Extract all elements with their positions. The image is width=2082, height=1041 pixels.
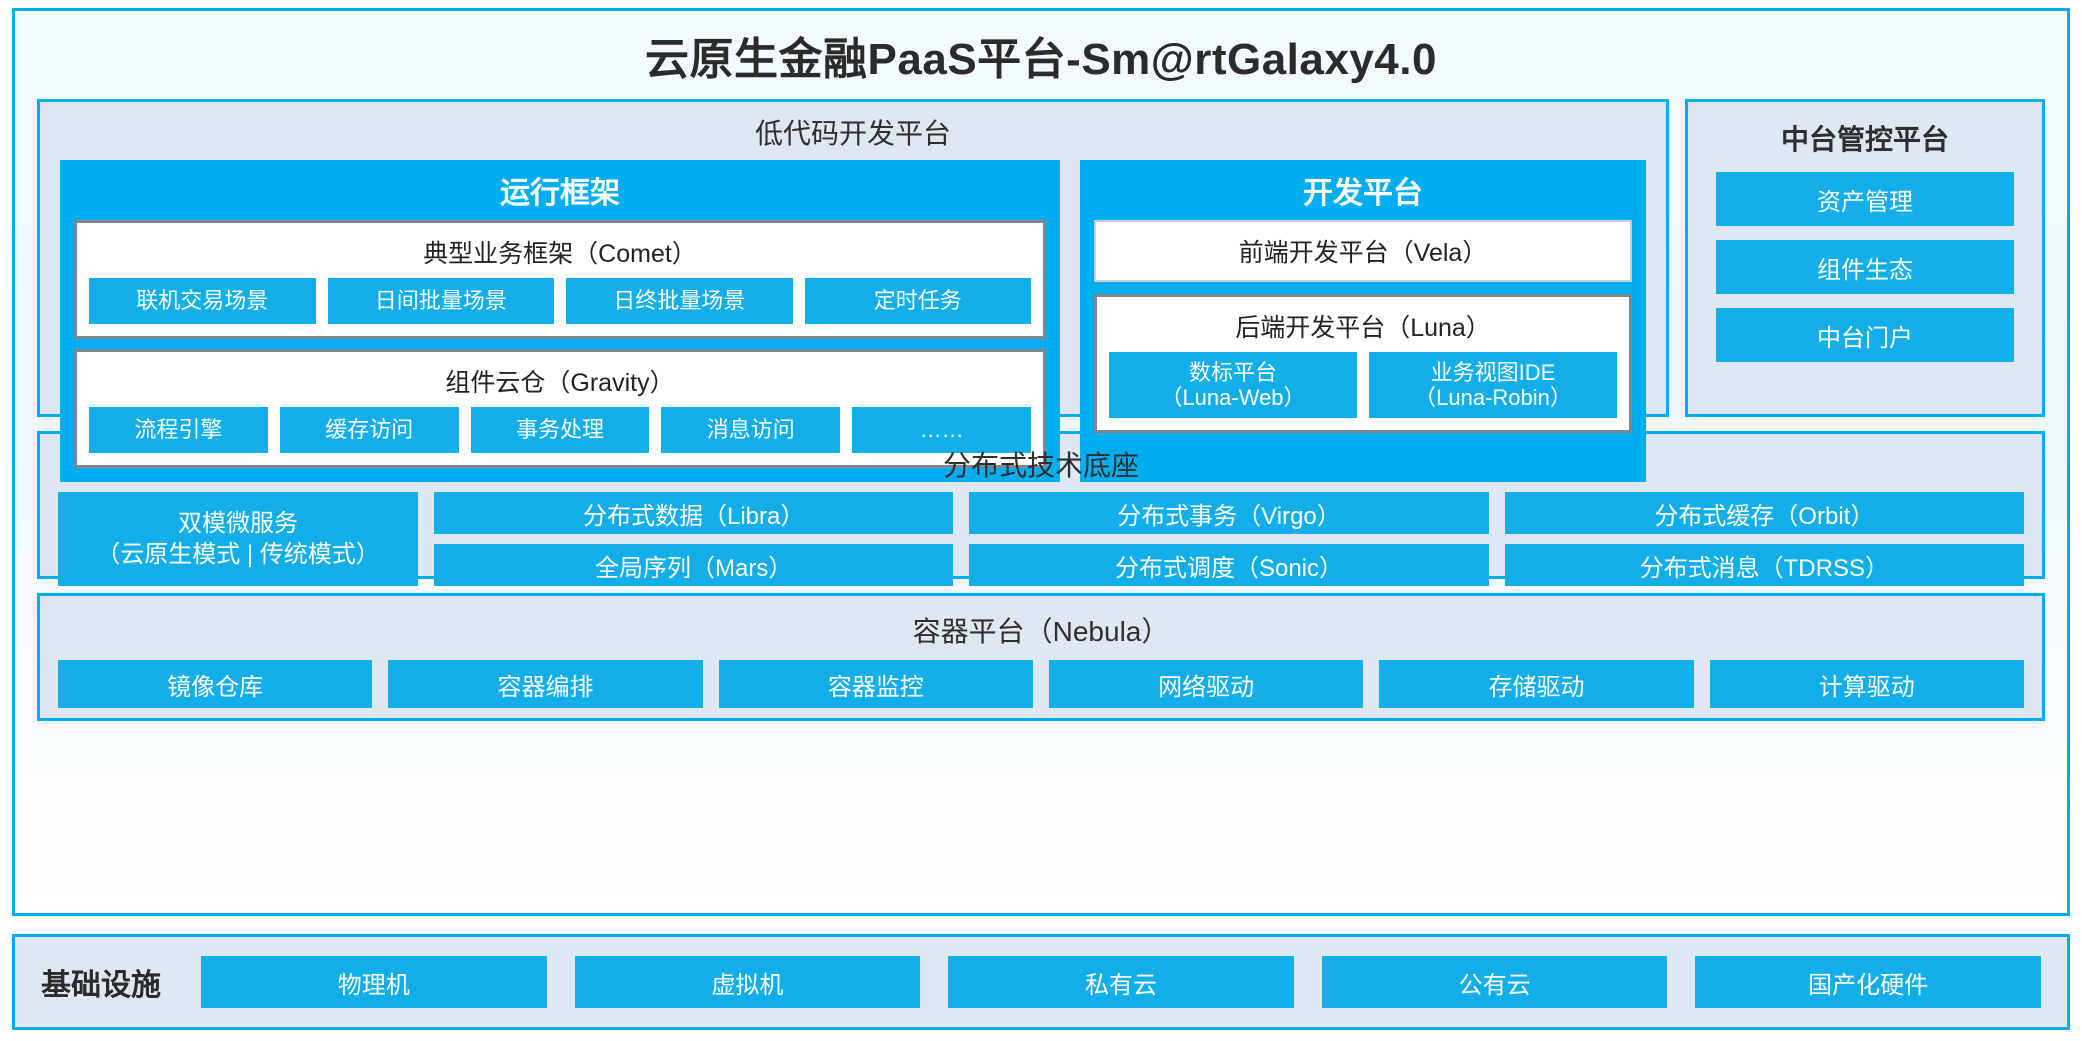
distributed-panel: 分布式技术底座 双模微服务 （云原生模式 | 传统模式） 分布式数据（Libra… bbox=[37, 431, 2045, 586]
infrastructure-panel: 基础设施 物理机 虚拟机 私有云 公有云 国产化硬件 bbox=[12, 934, 2070, 1030]
comet-item[interactable]: 日终批量场景 bbox=[566, 278, 793, 324]
distributed-item-sonic[interactable]: 分布式调度（Sonic） bbox=[969, 544, 1489, 586]
gravity-item[interactable]: 流程引擎 bbox=[89, 407, 268, 453]
container-item-orchestration[interactable]: 容器编排 bbox=[388, 660, 703, 708]
luna-web-name: 数标平台 bbox=[1188, 359, 1277, 385]
luna-title: 后端开发平台（Luna） bbox=[1235, 314, 1491, 342]
comet-item[interactable]: 日间批量场景 bbox=[327, 278, 554, 324]
microservice-item[interactable]: 双模微服务 （云原生模式 | 传统模式） bbox=[58, 492, 418, 586]
gravity-item[interactable]: 事务处理 bbox=[470, 407, 650, 453]
midplatform-item-portal[interactable]: 中台门户 bbox=[1716, 308, 2014, 362]
distributed-row: 分布式技术底座 双模微服务 （云原生模式 | 传统模式） 分布式数据（Libra… bbox=[15, 417, 2067, 586]
container-item-compute-driver[interactable]: 计算驱动 bbox=[1709, 660, 2024, 708]
comet-item-row: 联机交易场景 日间批量场景 日终批量场景 定时任务 bbox=[89, 278, 1031, 324]
distributed-item-mars[interactable]: 全局序列（Mars） bbox=[434, 544, 954, 586]
runtime-framework-box: 运行框架 典型业务框架（Comet） 联机交易场景 日间批量场景 日终批量场景 … bbox=[60, 160, 1060, 482]
container-row: 容器平台（Nebula） 镜像仓库 容器编排 容器监控 网络驱动 存储驱动 计算… bbox=[15, 579, 2067, 737]
container-item-monitoring[interactable]: 容器监控 bbox=[718, 660, 1033, 708]
dev-platform-box: 开发平台 前端开发平台（Vela） 后端开发平台（Luna） 数标平台 （Lun… bbox=[1080, 160, 1646, 482]
page-title: 云原生金融PaaS平台-Sm@rtGalaxy4.0 bbox=[645, 35, 1437, 84]
distributed-body: 双模微服务 （云原生模式 | 传统模式） 分布式数据（Libra） 全局序列（M… bbox=[40, 492, 2042, 598]
distributed-title: 分布式技术底座 bbox=[942, 450, 1139, 481]
lowcode-platform-title: 低代码开发平台 bbox=[754, 118, 951, 149]
gravity-item-row: 流程引擎 缓存访问 事务处理 消息访问 …… bbox=[89, 407, 1031, 453]
infrastructure-item-domestic-hardware[interactable]: 国产化硬件 bbox=[1695, 956, 2041, 1008]
distributed-item-orbit[interactable]: 分布式缓存（Orbit） bbox=[1504, 492, 2024, 534]
distributed-item-tdrss[interactable]: 分布式消息（TDRSS） bbox=[1504, 544, 2024, 586]
microservice-name: 双模微服务 bbox=[178, 509, 298, 537]
distributed-item-libra[interactable]: 分布式数据（Libra） bbox=[434, 492, 954, 534]
infrastructure-item-virtual[interactable]: 虚拟机 bbox=[574, 956, 921, 1008]
gravity-item-more[interactable]: …… bbox=[852, 407, 1031, 453]
lowcode-platform-body: 运行框架 典型业务框架（Comet） 联机交易场景 日间批量场景 日终批量场景 … bbox=[40, 160, 1666, 498]
container-platform-title: 容器平台（Nebula） bbox=[912, 616, 1170, 647]
gravity-item[interactable]: 消息访问 bbox=[661, 407, 841, 453]
vela-frontend-box[interactable]: 前端开发平台（Vela） bbox=[1094, 220, 1632, 282]
distributed-column-2: 分布式事务（Virgo） 分布式调度（Sonic） bbox=[969, 492, 1489, 586]
gravity-box: 组件云仓（Gravity） 流程引擎 缓存访问 事务处理 消息访问 …… bbox=[74, 349, 1046, 468]
microservice-modes: （云原生模式 | 传统模式） bbox=[96, 541, 380, 568]
infrastructure-items: 物理机 虚拟机 私有云 公有云 国产化硬件 bbox=[201, 956, 2041, 1008]
top-row: 低代码开发平台 运行框架 典型业务框架（Comet） 联机交易场景 日间批量场景… bbox=[15, 99, 2067, 482]
midplatform-title: 中台管控平台 bbox=[1780, 124, 1949, 155]
midplatform-panel: 中台管控平台 资产管理 组件生态 中台门户 bbox=[1685, 99, 2045, 417]
infrastructure-item-private-cloud[interactable]: 私有云 bbox=[948, 956, 1294, 1008]
container-item-storage-driver[interactable]: 存储驱动 bbox=[1379, 660, 1694, 708]
runtime-framework-title: 运行框架 bbox=[500, 177, 620, 210]
comet-title: 典型业务框架（Comet） bbox=[423, 240, 697, 268]
distributed-column-1: 分布式数据（Libra） 全局序列（Mars） bbox=[434, 492, 954, 586]
infrastructure-item-physical[interactable]: 物理机 bbox=[201, 956, 547, 1008]
distributed-item-virgo[interactable]: 分布式事务（Virgo） bbox=[969, 492, 1489, 534]
container-item-registry[interactable]: 镜像仓库 bbox=[58, 660, 373, 708]
gravity-title: 组件云仓（Gravity） bbox=[445, 369, 675, 397]
luna-item-row: 数标平台 （Luna-Web） 业务视图IDE （Luna-Robin） bbox=[1109, 352, 1617, 418]
container-item-network-driver[interactable]: 网络驱动 bbox=[1048, 660, 1364, 708]
midplatform-item-asset[interactable]: 资产管理 bbox=[1716, 172, 2014, 226]
infrastructure-label: 基础设施 bbox=[41, 969, 161, 1002]
luna-robin-name: 业务视图IDE bbox=[1430, 359, 1556, 385]
container-platform-body: 镜像仓库 容器编排 容器监控 网络驱动 存储驱动 计算驱动 bbox=[40, 660, 2042, 722]
microservice-column: 双模微服务 （云原生模式 | 传统模式） bbox=[58, 492, 418, 586]
gravity-item[interactable]: 缓存访问 bbox=[279, 407, 459, 453]
midplatform-item-component[interactable]: 组件生态 bbox=[1716, 240, 2014, 294]
lowcode-platform-panel: 低代码开发平台 运行框架 典型业务框架（Comet） 联机交易场景 日间批量场景… bbox=[37, 99, 1669, 482]
luna-backend-box: 后端开发平台（Luna） 数标平台 （Luna-Web） 业务视图IDE （Lu… bbox=[1094, 294, 1632, 433]
luna-robin-code: （Luna-Robin） bbox=[1414, 385, 1572, 410]
title-bar: 云原生金融PaaS平台-Sm@rtGalaxy4.0 bbox=[15, 11, 2067, 99]
distributed-column-3: 分布式缓存（Orbit） 分布式消息（TDRSS） bbox=[1504, 492, 2024, 586]
infrastructure-item-public-cloud[interactable]: 公有云 bbox=[1321, 956, 1668, 1008]
comet-box: 典型业务框架（Comet） 联机交易场景 日间批量场景 日终批量场景 定时任务 bbox=[74, 220, 1046, 339]
luna-web-code: （Luna-Web） bbox=[1160, 385, 1306, 410]
platform-card: 云原生金融PaaS平台-Sm@rtGalaxy4.0 低代码开发平台 运行框架 … bbox=[12, 8, 2070, 916]
luna-robin-item[interactable]: 业务视图IDE （Luna-Robin） bbox=[1369, 352, 1617, 418]
comet-item[interactable]: 定时任务 bbox=[804, 278, 1031, 324]
luna-web-item[interactable]: 数标平台 （Luna-Web） bbox=[1109, 352, 1357, 418]
dev-platform-title: 开发平台 bbox=[1303, 177, 1423, 210]
container-platform-panel: 容器平台（Nebula） 镜像仓库 容器编排 容器监控 网络驱动 存储驱动 计算… bbox=[37, 593, 2045, 721]
comet-item[interactable]: 联机交易场景 bbox=[89, 278, 316, 324]
